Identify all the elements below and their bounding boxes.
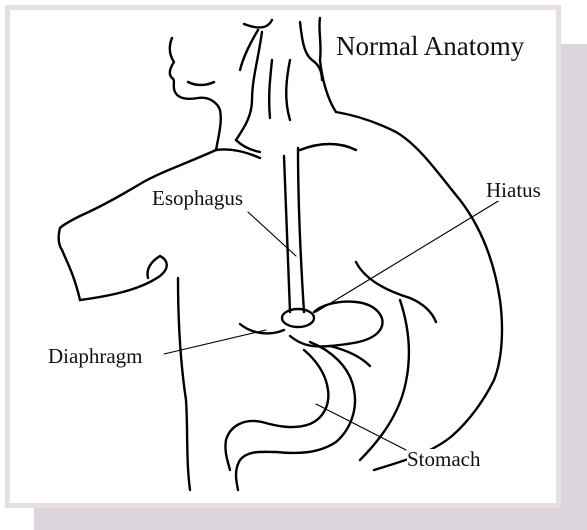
right-torso <box>360 300 409 460</box>
esophagus-right-wall <box>298 148 304 312</box>
diaphragm-label: Diaphragm <box>48 346 142 367</box>
esophagus-left-wall <box>284 156 290 312</box>
chin-line <box>188 82 214 85</box>
hair-line <box>244 20 272 27</box>
stomach-outer <box>236 342 355 490</box>
left-chest <box>80 256 167 300</box>
collar-right <box>300 144 356 150</box>
figure-title: Normal Anatomy <box>332 33 528 62</box>
right-shoulder <box>336 112 502 380</box>
stomach-label: Stomach <box>407 449 481 470</box>
left-arm-inner <box>62 250 80 300</box>
stomach-fundus <box>330 346 370 366</box>
esophagus-label: Esophagus <box>152 188 243 209</box>
neck-strand <box>269 60 272 118</box>
hiatus-label: Hiatus <box>486 180 541 201</box>
right-pec <box>356 262 436 322</box>
hiatus-opening <box>282 309 314 327</box>
neck-right <box>286 60 290 120</box>
left-torso <box>178 278 190 490</box>
left-arm-top <box>59 228 62 250</box>
face-outline <box>170 38 221 150</box>
hiatus-leader <box>316 200 500 312</box>
diaphragm-left <box>240 324 284 333</box>
stomach-leader <box>316 404 406 450</box>
esophagus-leader <box>248 212 296 256</box>
